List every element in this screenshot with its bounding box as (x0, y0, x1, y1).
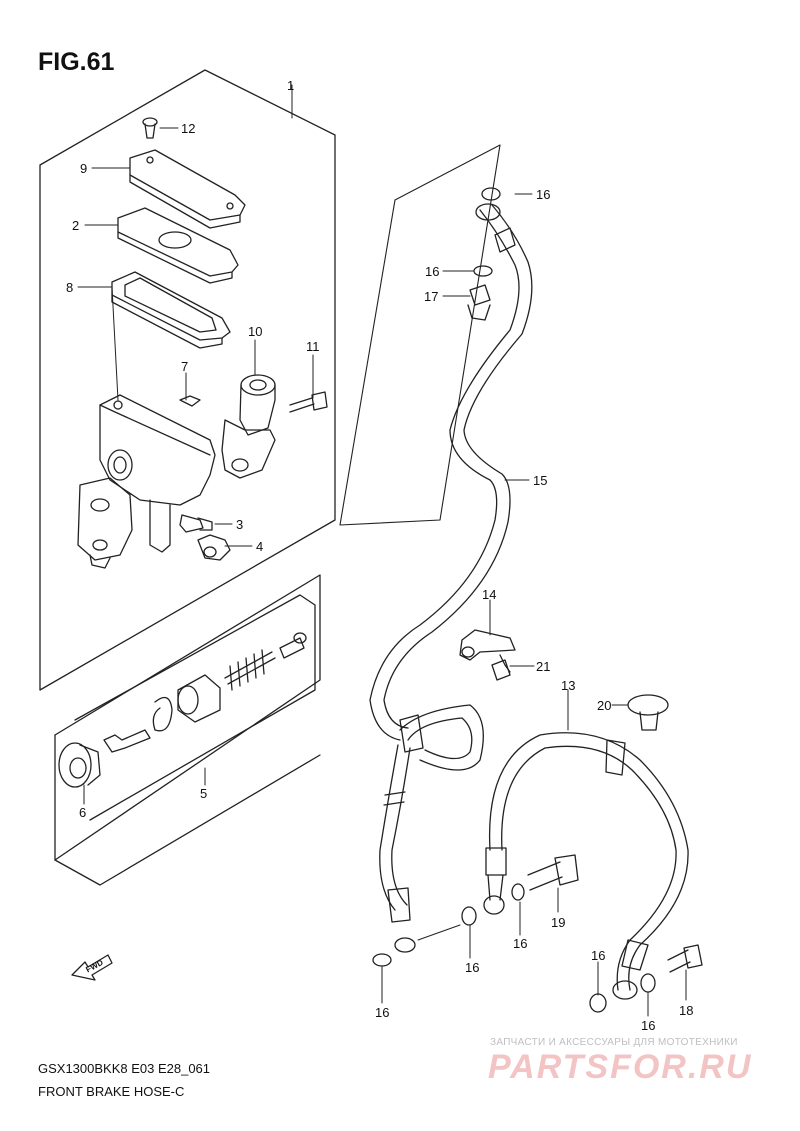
model-code: GSX1300BKK8 E03 E28_061 (38, 1061, 211, 1076)
kit-parts (58, 632, 307, 788)
callout-1: 1 (287, 78, 294, 93)
callout-10: 10 (248, 324, 262, 339)
washer-16-g (640, 973, 656, 993)
callout-4: 4 (256, 539, 263, 554)
callout-7: 7 (181, 359, 188, 374)
callout-8: 8 (66, 280, 73, 295)
callout-16-f: 16 (591, 948, 605, 963)
cap-4-part (197, 534, 231, 561)
callout-16-a: 16 (536, 187, 550, 202)
callout-16-d: 16 (465, 960, 479, 975)
watermark-site-logo: PARTSFOR.RU (488, 1048, 753, 1086)
pin-7-part (179, 395, 201, 407)
callout-16-g: 16 (641, 1018, 655, 1033)
callout-3: 3 (236, 517, 243, 532)
hose-13-part (483, 732, 689, 1000)
callout-20: 20 (597, 698, 611, 713)
bolt-21-part (491, 654, 511, 681)
clamp-14-part (459, 629, 516, 661)
plate-2-part (117, 207, 239, 284)
callout-16-c: 16 (513, 936, 527, 951)
washer-16-d (511, 883, 525, 901)
clip-20-part (627, 694, 669, 731)
callout-16-b: 16 (425, 264, 439, 279)
fwd-arrow-icon (71, 954, 113, 981)
diaphragm-8-part (111, 271, 231, 349)
hose-15-frame (339, 144, 501, 526)
bolt-11-part (289, 391, 328, 413)
callout-13: 13 (561, 678, 575, 693)
figure-title: FIG.61 (38, 48, 115, 76)
hose-15-part (369, 203, 533, 953)
callout-9: 9 (80, 161, 87, 176)
washer-16-b (473, 265, 493, 277)
leader-lines (77, 84, 687, 1017)
bleeder-3-part (179, 514, 213, 533)
washer-16-c (461, 906, 477, 926)
section-name: FRONT BRAKE HOSE-C (38, 1084, 185, 1099)
callout-17: 17 (424, 289, 438, 304)
assembly-1-frame (39, 69, 336, 691)
washer-16-f (589, 993, 607, 1013)
callout-12: 12 (181, 121, 195, 136)
callout-21: 21 (536, 659, 550, 674)
washer-16-a (481, 187, 501, 201)
bolt-17-part (467, 284, 491, 321)
kit-5-frame (54, 574, 321, 861)
watermark-caption: ЗАПЧАСТИ И АКСЕССУАРЫ ДЛЯ МОТОТЕХНИКИ (490, 1037, 738, 1048)
screw-12-part (142, 117, 158, 139)
cap-9-part (129, 149, 246, 229)
callout-14: 14 (482, 587, 496, 602)
callout-6: 6 (79, 805, 86, 820)
callout-11: 11 (306, 339, 320, 354)
bolt-19-part (527, 854, 579, 891)
callout-19: 19 (551, 915, 565, 930)
bolt-18-part (667, 944, 703, 973)
callout-5: 5 (200, 786, 207, 801)
connector-10-part (221, 374, 276, 479)
callout-2: 2 (72, 218, 79, 233)
callout-16-e: 16 (375, 1005, 389, 1020)
callout-18: 18 (679, 1003, 693, 1018)
washer-16-e (372, 953, 392, 967)
callout-15: 15 (533, 473, 547, 488)
master-cylinder-body (77, 394, 216, 569)
